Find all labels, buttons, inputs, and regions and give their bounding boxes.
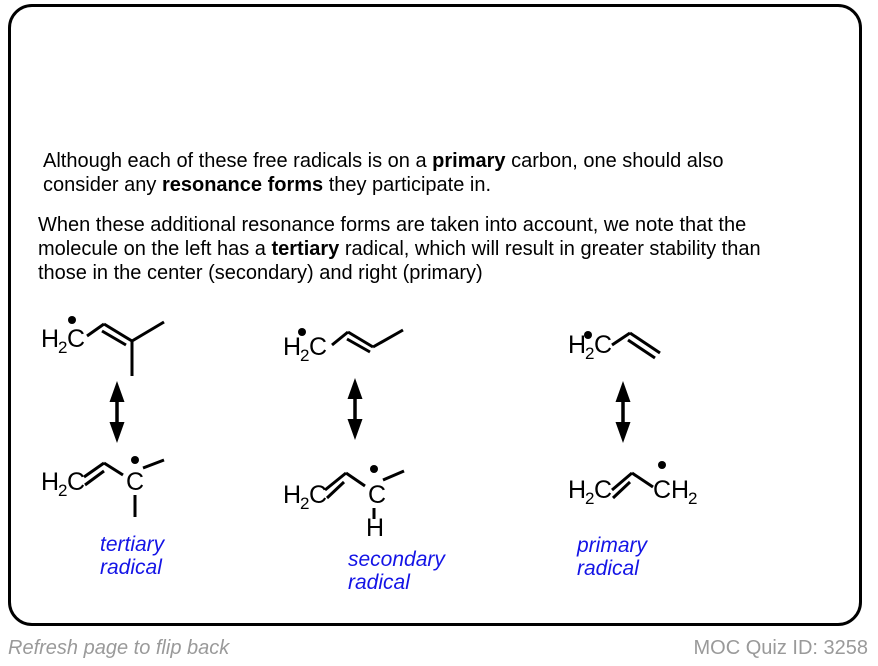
- bold-text-primary: primary: [432, 150, 506, 172]
- molecule-right-bottom: H 2 C CH 2: [568, 461, 697, 508]
- label-line: secondary: [348, 548, 445, 571]
- intro-paragraph-2: When these additional resonance forms ar…: [38, 213, 761, 285]
- radical-dot: [131, 456, 139, 464]
- atom-subscript: 2: [58, 481, 67, 500]
- arrow-head-down: [615, 422, 631, 443]
- double-bond-line: [629, 331, 661, 355]
- label-line: radical: [348, 571, 410, 594]
- paragraph-line: consider any resonance forms they partic…: [43, 173, 723, 197]
- double-bond-line: [347, 330, 374, 349]
- arrow-head-down: [347, 419, 363, 440]
- label-line: tertiary: [100, 533, 165, 556]
- bond-line: [103, 461, 124, 477]
- arrow-head-up: [109, 381, 125, 402]
- atom-label: H: [283, 481, 301, 509]
- label-line: radical: [100, 556, 162, 579]
- radical-dot: [298, 328, 306, 336]
- text-segment: those in the center (secondary) and righ…: [38, 262, 483, 284]
- double-bond-line: [627, 338, 656, 360]
- atom-label-radical-carbon: CH: [653, 476, 689, 504]
- molecule-center-top: H 2 C: [283, 328, 404, 365]
- label-line: primary: [577, 534, 648, 557]
- atom-label: H: [568, 331, 586, 359]
- text-segment: Although each of these free radicals is …: [43, 150, 433, 172]
- bond-line: [331, 330, 349, 347]
- radical-type-label-left: tertiary radical: [100, 533, 164, 579]
- text-segment: molecule on the left has a: [38, 238, 272, 260]
- resonance-arrow-icon: [615, 381, 631, 443]
- double-bond-line: [103, 322, 133, 343]
- text-segment: When these additional resonance forms ar…: [38, 214, 747, 236]
- refresh-hint-text: Refresh page to flip back: [8, 637, 230, 659]
- atom-label: C: [67, 325, 85, 353]
- atom-subscript: 2: [300, 494, 309, 513]
- atom-label-hydrogen: H: [366, 514, 384, 542]
- text-segment: consider any: [43, 174, 162, 196]
- paragraph-line: Although each of these free radicals is …: [43, 149, 723, 173]
- double-bond-line: [611, 480, 632, 500]
- molecule-center-bottom: H 2 C C H: [283, 465, 405, 542]
- atom-label: H: [41, 468, 59, 496]
- atom-subscript: 2: [58, 338, 67, 357]
- double-bond-line: [101, 329, 127, 347]
- text-segment: carbon, one should also: [505, 150, 724, 172]
- bold-text-resonance-forms: resonance forms: [161, 174, 324, 196]
- bold-text-tertiary: tertiary: [271, 238, 340, 260]
- bond-line: [86, 322, 105, 338]
- radical-type-label-center: secondary radical: [348, 548, 445, 594]
- atom-label: H: [283, 333, 301, 361]
- atom-label: C: [594, 476, 612, 504]
- atom-subscript: 2: [688, 489, 697, 508]
- atom-subscript: 2: [585, 489, 594, 508]
- arrow-head-down: [109, 422, 125, 443]
- atom-label: C: [67, 468, 85, 496]
- radical-dot: [658, 461, 666, 469]
- atom-label: H: [41, 325, 59, 353]
- bond-line: [345, 471, 366, 488]
- double-bond-line: [346, 337, 371, 354]
- text-segment: radical, which will result in greater st…: [339, 238, 761, 260]
- resonance-arrow-icon: [347, 378, 363, 440]
- double-bond-line: [325, 480, 346, 500]
- atom-label: C: [309, 333, 327, 361]
- double-bond-line: [84, 469, 105, 487]
- atom-label: C: [309, 481, 327, 509]
- arrow-head-up: [615, 381, 631, 402]
- atom-subscript: 2: [585, 344, 594, 363]
- bond-line: [382, 469, 405, 482]
- atom-label: H: [568, 476, 586, 504]
- quiz-card: [8, 4, 862, 626]
- paragraph-line: When these additional resonance forms ar…: [38, 213, 761, 237]
- molecule-left-top: H 2 C: [41, 316, 165, 376]
- paragraph-line: those in the center (secondary) and righ…: [38, 261, 761, 285]
- atom-label-radical-carbon: C: [368, 481, 386, 509]
- atom-subscript: 2: [300, 346, 309, 365]
- bond-line: [631, 471, 654, 489]
- double-bond-line: [83, 461, 105, 479]
- double-bond-line: [324, 471, 347, 492]
- quiz-id-text: MOC Quiz ID: 3258: [693, 637, 868, 659]
- radical-dot: [584, 331, 592, 339]
- molecule-left-bottom: H 2 C C: [41, 456, 165, 517]
- atom-label: C: [594, 331, 612, 359]
- double-bond-line: [611, 471, 633, 492]
- radical-dot: [68, 316, 76, 324]
- paragraph-line: molecule on the left has a tertiary radi…: [38, 237, 761, 261]
- radical-dot: [370, 465, 378, 473]
- text-segment: they participate in.: [323, 174, 492, 196]
- bond-line: [611, 331, 631, 347]
- molecule-right-top: H 2 C: [568, 331, 661, 363]
- atom-label-radical-carbon: C: [126, 468, 144, 496]
- arrow-head-up: [347, 378, 363, 399]
- bond-line: [142, 458, 165, 470]
- radical-type-label-right: primary radical: [577, 534, 647, 580]
- bond-line: [372, 328, 404, 349]
- bond-line: [131, 320, 165, 343]
- resonance-arrow-icon: [109, 381, 125, 443]
- label-line: radical: [577, 557, 639, 580]
- intro-paragraph-1: Although each of these free radicals is …: [43, 149, 723, 197]
